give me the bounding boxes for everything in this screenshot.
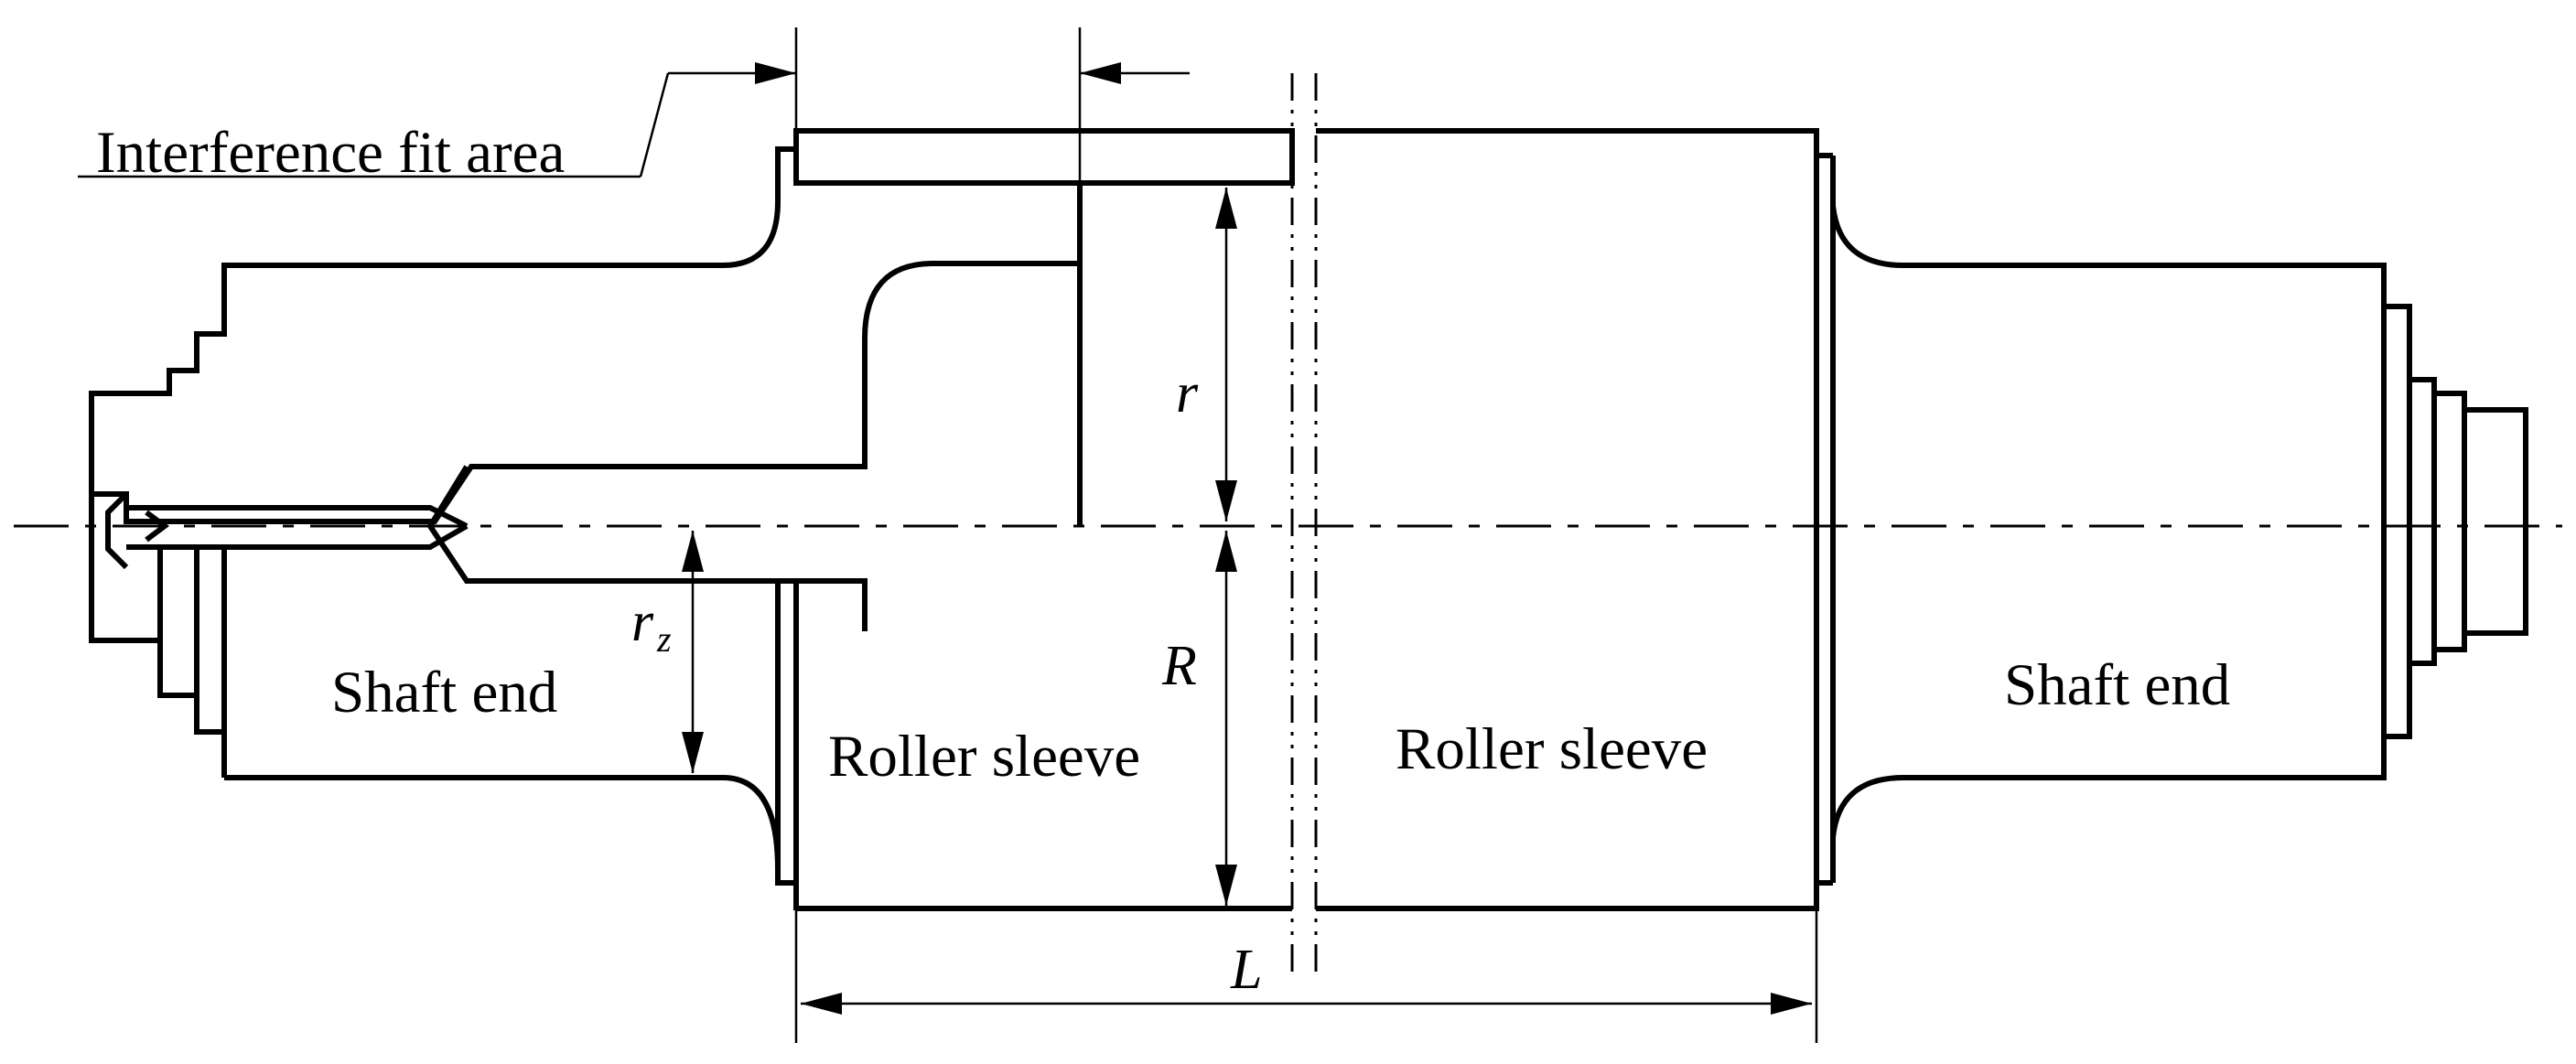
interference-strip-hatch [793,128,1295,186]
right-shaft-end-label: Shaft end [2004,652,2230,718]
right-shaft-end [1830,205,2528,838]
right-roller-sleeve-label: Roller sleeve [1396,716,1708,782]
interference-fit-label: Interference fit area [96,120,565,186]
R-dimension [1215,531,1237,906]
L-symbol: L [1230,939,1262,1001]
left-shaft-end [89,465,868,910]
left-roller-sleeve-label: Roller sleeve [828,724,1140,790]
R-symbol: R [1161,635,1197,697]
left-shaft-end-label: Shaft end [331,660,557,725]
interference-dimension [78,27,1190,183]
left-roller-sleeve [796,131,1295,911]
rz-dimension [682,531,704,773]
r-symbol: r [1176,362,1199,425]
r-dimension [1215,188,1237,521]
right-roller-sleeve [1316,128,1836,911]
rz-symbol: r [631,591,654,653]
shaft-section-hatch [89,146,1083,524]
L-dimension [794,910,1818,1043]
rz-subscript: z [656,618,672,660]
